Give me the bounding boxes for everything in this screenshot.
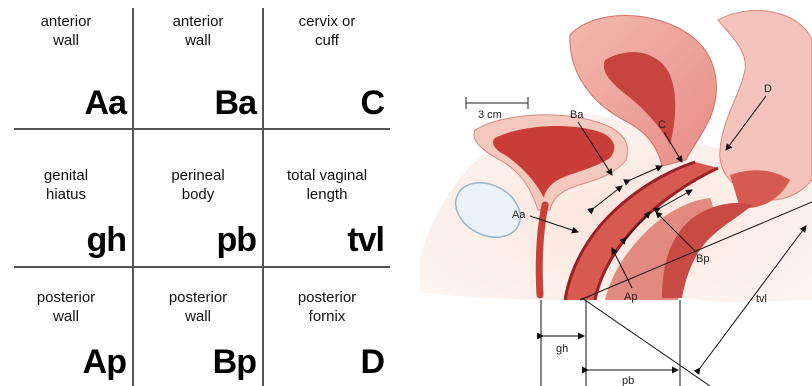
cell-code: Aa — [85, 84, 126, 123]
label-aa: Aa — [512, 209, 526, 221]
label-ba: Ba — [570, 109, 584, 121]
grid-cell-pb: perineal body pb — [134, 154, 262, 264]
cell-label: anterior wall — [0, 12, 132, 50]
cell-code: Ap — [83, 343, 126, 382]
poq-grid: anterior wall Aa anterior wall Ba cervix… — [0, 0, 400, 386]
grid-cell-ap: posterior wall Ap — [0, 276, 132, 386]
cell-label: anterior wall — [134, 12, 262, 50]
cell-code: C — [360, 84, 384, 123]
grid-cell-tvl: total vaginal length tvl — [264, 154, 390, 264]
scale-label: 3 cm — [478, 109, 502, 121]
cell-label: cervix or cuff — [264, 12, 390, 50]
cell-code: D — [360, 343, 384, 382]
label-ap: Ap — [624, 291, 637, 303]
label-pb: pb — [622, 375, 634, 386]
cell-label: posterior wall — [134, 288, 262, 326]
label-c: C — [658, 119, 666, 131]
cell-code: Ba — [215, 84, 256, 123]
label-d: D — [764, 83, 772, 95]
grid-cell-gh: genital hiatus gh — [0, 154, 132, 264]
grid-cell-aa: anterior wall Aa — [0, 0, 132, 127]
cell-label: total vaginal length — [264, 166, 390, 204]
cell-code: gh — [86, 221, 126, 260]
cell-code: pb — [216, 221, 256, 260]
grid-divider — [132, 8, 134, 386]
cell-code: Bp — [213, 343, 256, 382]
grid-cell-d: posterior fornix D — [264, 276, 390, 386]
grid-divider — [14, 128, 390, 130]
grid-divider — [262, 8, 264, 386]
cell-label: perineal body — [134, 166, 262, 204]
label-bp: Bp — [696, 253, 709, 265]
grid-cell-ba: anterior wall Ba — [134, 0, 262, 127]
cell-code: tvl — [347, 221, 384, 260]
cell-label: posterior fornix — [264, 288, 390, 326]
label-gh: gh — [556, 343, 568, 355]
cell-label: genital hiatus — [0, 166, 132, 204]
cell-label: posterior wall — [0, 288, 132, 326]
tvl-line-lower — [582, 298, 710, 386]
label-tvl: tvl — [756, 293, 767, 305]
grid-cell-bp: posterior wall Bp — [134, 276, 262, 386]
grid-cell-c: cervix or cuff C — [264, 0, 390, 127]
grid-divider — [14, 266, 390, 268]
anatomy-diagram: 3 cm Ba C D Aa Bp Ap tvl gh pb — [400, 0, 812, 386]
